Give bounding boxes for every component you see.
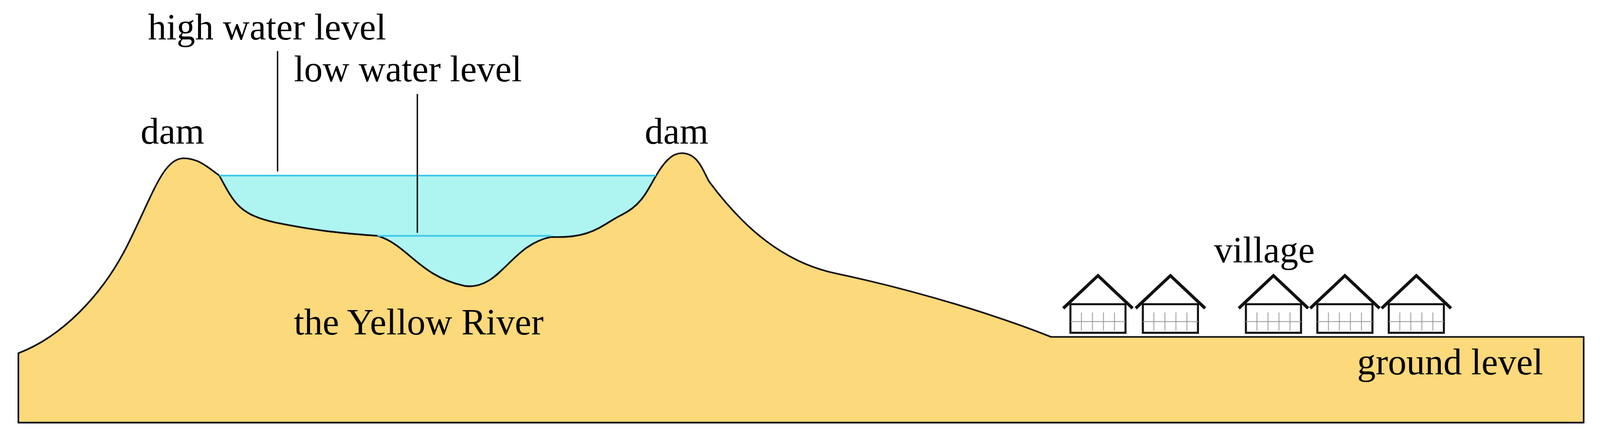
house-roof — [1381, 275, 1452, 309]
leader-line — [416, 93, 419, 233]
riverbed-outline — [219, 175, 656, 287]
dam-label: dam — [140, 110, 205, 152]
dam-label: dam — [644, 110, 709, 152]
river-label: the Yellow River — [293, 301, 544, 343]
terrain — [18, 153, 1584, 423]
house-roof — [1238, 275, 1309, 309]
high-water-line — [219, 174, 656, 177]
house-body — [1143, 304, 1199, 333]
house-roof — [1063, 275, 1133, 309]
low-water-line — [377, 235, 551, 237]
house-window — [1388, 321, 1444, 323]
house-roof — [1135, 275, 1206, 309]
house-body — [1245, 304, 1301, 333]
village-houses — [1063, 275, 1452, 333]
house-window — [1317, 321, 1373, 323]
house-window — [1143, 321, 1199, 323]
house-body — [1317, 304, 1373, 333]
river-water — [219, 175, 656, 287]
house-body — [1070, 304, 1126, 333]
leader-line — [276, 51, 279, 172]
water-level-label: low water level — [293, 48, 522, 90]
ground-label: ground level — [1357, 341, 1544, 383]
water-level-label: high water level — [147, 6, 387, 48]
house-window — [1245, 321, 1301, 323]
house-body — [1388, 304, 1444, 333]
house-roof — [1309, 275, 1380, 309]
village-label: village — [1214, 229, 1315, 271]
house-window — [1070, 321, 1126, 323]
